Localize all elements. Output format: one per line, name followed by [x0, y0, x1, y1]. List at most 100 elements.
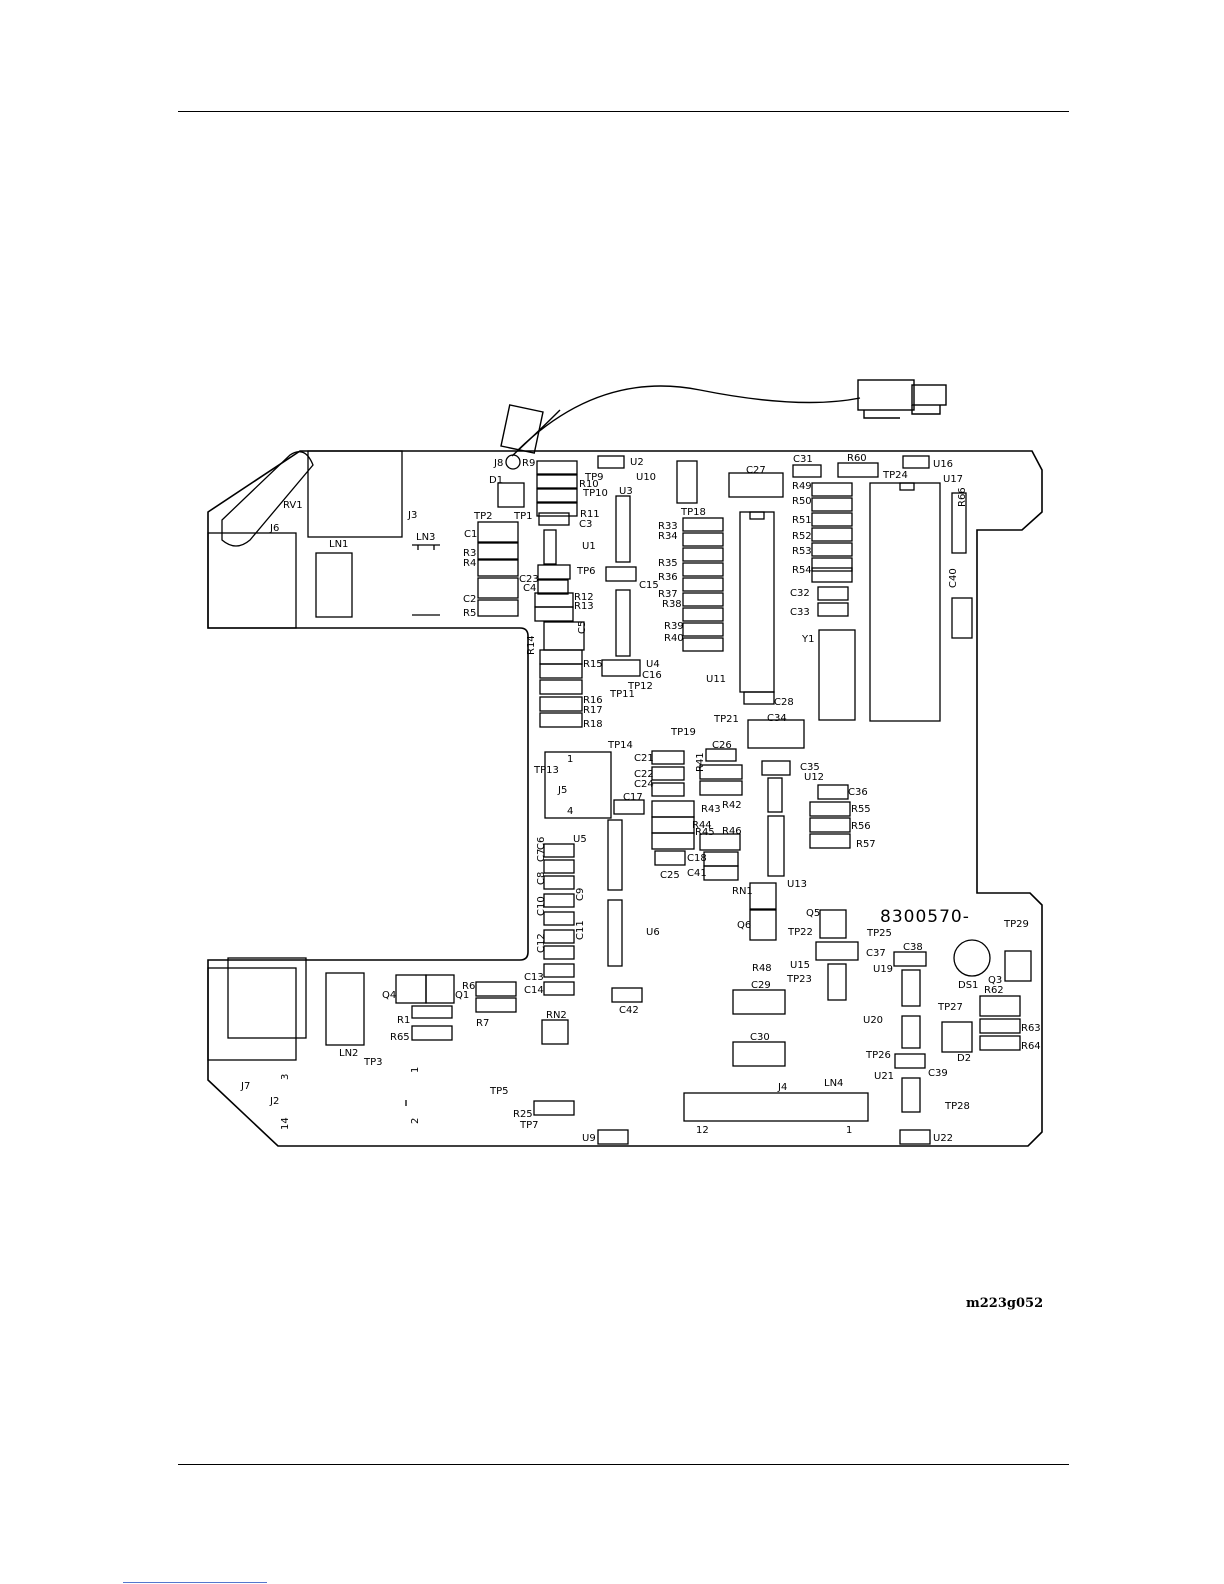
J6-outline	[207, 532, 297, 629]
ref-r57: R57	[856, 839, 876, 850]
ref-tp24: TP24	[882, 470, 908, 481]
footprint-116	[533, 1100, 575, 1116]
ref-u5: U5	[573, 834, 587, 845]
ref-r12: R12	[574, 592, 594, 603]
footprint-18	[477, 577, 519, 599]
ref-r50: R50	[792, 496, 812, 507]
ref-c1: C1	[464, 529, 477, 540]
ref-c24: C24	[634, 779, 654, 790]
footprint-51	[817, 586, 849, 601]
ref-c11: C11	[575, 920, 586, 940]
ref-tp22: TP22	[787, 927, 813, 938]
footprint-64	[699, 780, 743, 796]
footprint-117	[597, 1129, 629, 1145]
ref-c7: C7	[536, 849, 547, 862]
ref-c39: C39	[928, 1068, 948, 1079]
ref-r46: R46	[722, 826, 742, 837]
ref-u15: U15	[790, 960, 810, 971]
ref-r1: R1	[397, 1015, 410, 1026]
footprint-108	[395, 974, 427, 1004]
ref-r6: R6	[462, 981, 475, 992]
RV1-outline	[221, 451, 314, 547]
ref-r64: R64	[1021, 1041, 1041, 1052]
ref-q6: Q6	[737, 920, 751, 931]
footprint-78	[654, 850, 686, 866]
footprint-34	[682, 532, 724, 547]
ref-c30: C30	[750, 1032, 770, 1043]
ref-c12: C12	[536, 933, 547, 953]
ref-j4: J4	[777, 1082, 787, 1093]
footprint-82	[543, 875, 575, 890]
footprint-41	[682, 637, 724, 652]
footprint-114	[541, 1019, 569, 1045]
ref-q1: Q1	[455, 990, 469, 1001]
footprint-95	[893, 951, 927, 967]
footprint-73	[651, 816, 695, 834]
footprint-33	[682, 517, 724, 532]
footprint-15	[477, 521, 519, 543]
ref-j5: J5	[557, 785, 567, 796]
ref-j2: J2	[269, 1096, 279, 1107]
board-outline	[207, 450, 1043, 1147]
ref-r17: R17	[583, 705, 603, 716]
ref-c38: C38	[903, 942, 923, 953]
footprint-83	[543, 893, 575, 908]
ref-r52: R52	[792, 531, 812, 542]
ref-tp11: TP11	[609, 689, 635, 700]
footprint-91	[749, 882, 777, 910]
footprint-28	[539, 663, 583, 679]
ref-u3: U3	[619, 486, 633, 497]
ref-r39: R39	[664, 621, 684, 632]
footprint-112	[411, 1005, 453, 1019]
footprint-79	[607, 819, 623, 891]
ref-ln2: LN2	[339, 1048, 358, 1059]
footprint-80	[543, 843, 575, 858]
footprint-107	[901, 1077, 921, 1113]
footprint-69	[809, 801, 851, 817]
footprint-42	[743, 691, 775, 705]
footprint-59	[651, 750, 685, 765]
ref-ln3: LN3	[416, 532, 435, 543]
footprint-70	[809, 817, 851, 833]
footprint-58	[544, 751, 612, 819]
ref-c42: C42	[619, 1005, 639, 1016]
ref-u21: U21	[874, 1071, 894, 1082]
ref-u22: U22	[933, 1133, 953, 1144]
footprint-62	[613, 799, 645, 815]
footprint-98	[1004, 950, 1032, 982]
footprint-3	[792, 464, 822, 478]
pin-label: 1	[410, 1067, 421, 1073]
footprint-109	[425, 974, 455, 1004]
footprint-21	[537, 579, 569, 595]
footprint-90	[767, 815, 785, 877]
footprint-84	[543, 911, 575, 926]
footprint-76	[703, 851, 739, 867]
ref-r15: R15	[583, 659, 603, 670]
ref-q5: Q5	[806, 908, 820, 919]
ref-c35: C35	[800, 762, 820, 773]
footprint-104	[732, 1041, 786, 1067]
ref-c41: C41	[687, 868, 707, 879]
ref-r37: R37	[658, 589, 678, 600]
ref-r18: R18	[583, 719, 603, 730]
ref-r9: R9	[522, 458, 535, 469]
pin-label: 1	[567, 754, 573, 765]
ref-r14: R14	[526, 635, 537, 655]
ref-r45: R45	[695, 827, 715, 838]
footprint-45	[811, 497, 853, 512]
ref-u6: U6	[646, 927, 660, 938]
ref-tp9: TP9	[584, 472, 604, 483]
ref-tp13: TP13	[533, 765, 559, 776]
ref-tp29: TP29	[1003, 919, 1029, 930]
footprint-37	[682, 577, 724, 592]
footprint-11	[536, 502, 578, 517]
footprint-39	[682, 607, 724, 622]
ref-tp18: TP18	[680, 507, 706, 518]
footprint-22	[605, 566, 637, 582]
footprint-66	[761, 760, 791, 776]
ref-r54: R54	[792, 565, 812, 576]
ref-r62: R62	[984, 985, 1004, 996]
ref-r43: R43	[701, 804, 721, 815]
ref-r3: R3	[463, 548, 476, 559]
ref-tp23: TP23	[786, 974, 812, 985]
